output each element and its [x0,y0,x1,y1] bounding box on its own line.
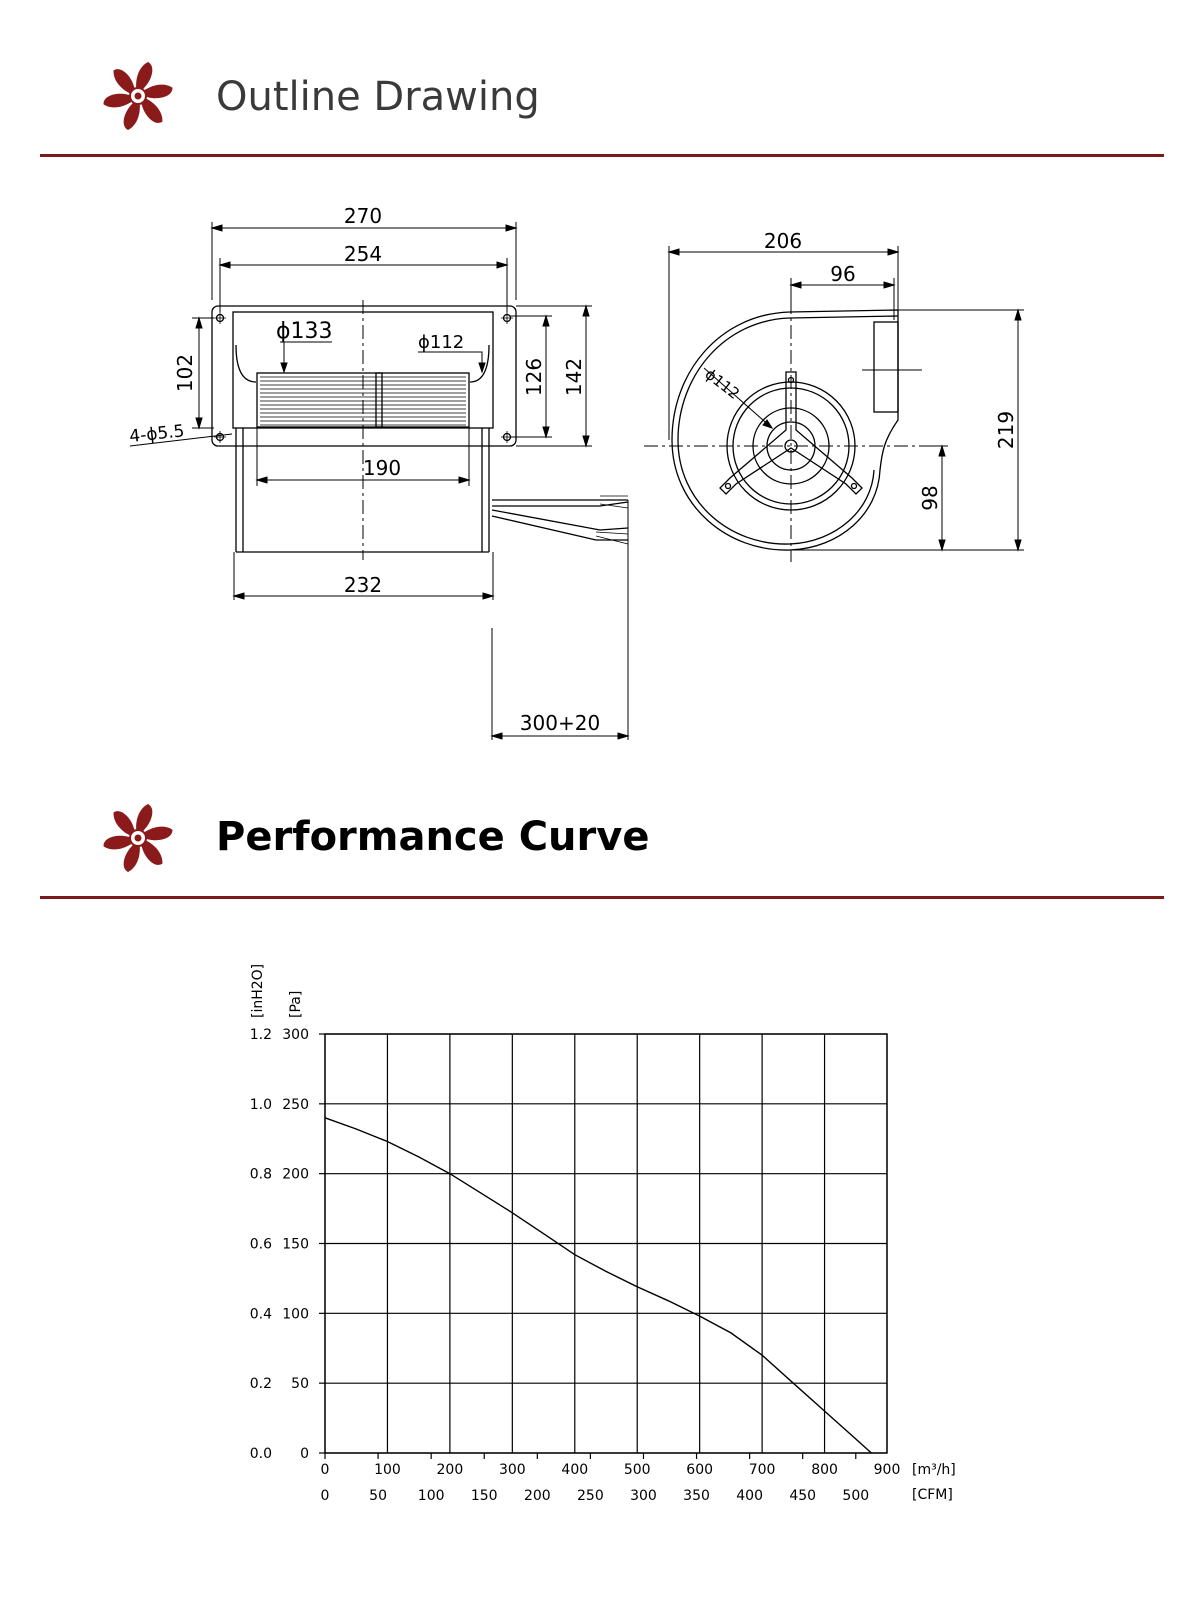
section-title: Performance Curve [216,814,650,860]
y-tick-label-secondary: 0.2 [250,1376,272,1392]
y-tick-label: 100 [282,1306,309,1322]
x-tick-label: 500 [624,1462,651,1478]
y-tick-label-secondary: 0.6 [250,1237,272,1253]
dim-overall-width: 270 [344,204,382,228]
side-view [644,246,1024,562]
x-tick-label-secondary: 250 [577,1488,604,1504]
x-tick-label-secondary: 400 [736,1488,763,1504]
y-tick-label: 0 [300,1446,309,1462]
x-tick-label-secondary: 350 [683,1488,710,1504]
x-tick-label: 0 [321,1462,330,1478]
x-tick-label-secondary: 50 [369,1488,387,1504]
x-tick-label-secondary: 300 [630,1488,657,1504]
dim-flange-height: 142 [562,358,586,396]
dim-mount-height: 102 [173,354,197,392]
x-axis-label-cfm: [CFM] [912,1487,953,1503]
section-divider [40,154,1164,157]
y-tick-label-secondary: 0.8 [250,1167,272,1183]
fan-impeller-icon [103,62,173,130]
x-tick-label: 200 [437,1462,464,1478]
dim-depth: 206 [764,229,802,253]
y-tick-label: 200 [282,1167,309,1183]
section-divider [40,896,1164,899]
y-tick-label-secondary: 0.0 [250,1446,272,1462]
y-axis-label-inh2o: [inH2O] [250,964,266,1018]
x-tick-label-secondary: 150 [471,1488,498,1504]
x-tick-label: 400 [561,1462,588,1478]
y-tick-label: 150 [282,1237,309,1253]
pressure-flow-curve [324,1117,872,1454]
outline-section-header: Outline Drawing [0,58,1200,168]
y-tick-label: 250 [282,1097,309,1113]
dim-center-height: 98 [918,485,942,510]
x-tick-label: 700 [749,1462,776,1478]
y-tick-label-secondary: 1.0 [250,1097,272,1113]
performance-section-header: Performance Curve [0,800,1200,910]
chart-grid [324,1033,888,1454]
dim-outlet: 96 [830,262,855,286]
x-axis-label-m3h: [m³/h] [912,1462,956,1478]
fan-impeller-icon [103,804,173,872]
y-axis-label-pa: [Pa] [288,991,304,1018]
x-tick-label-secondary: 500 [842,1488,869,1504]
dim-motor-diameter-front: ϕ112 [418,332,464,353]
x-tick-label-secondary: 0 [321,1488,330,1504]
y-tick-label-secondary: 0.4 [250,1306,272,1322]
x-tick-label: 300 [499,1462,526,1478]
x-tick-label-secondary: 100 [418,1488,445,1504]
section-title: Outline Drawing [216,74,540,120]
dim-impeller-width: 190 [363,456,401,480]
y-tick-label-secondary: 1.2 [250,1027,272,1043]
front-view [129,222,630,740]
x-tick-label: 800 [811,1462,838,1478]
x-tick-label-secondary: 450 [789,1488,816,1504]
x-tick-label: 900 [874,1462,901,1478]
dim-mount-spacing: 254 [344,242,382,266]
dim-total-height: 219 [994,411,1018,449]
dim-inner-height: 126 [522,358,546,396]
outline-drawing: 270 254 ϕ133 ϕ112 102 126 142 4-ϕ5.5 190… [128,204,1024,740]
x-tick-label: 600 [686,1462,713,1478]
x-tick-label: 100 [374,1462,401,1478]
dim-mount-holes: 4-ϕ5.5 [128,421,185,447]
dim-impeller-diameter: ϕ133 [276,319,333,344]
x-tick-label-secondary: 200 [524,1488,551,1504]
dim-housing-width: 232 [344,573,382,597]
y-tick-label: 50 [291,1376,309,1392]
y-tick-label: 300 [282,1027,309,1043]
dim-lead-length: 300+20 [520,711,600,735]
